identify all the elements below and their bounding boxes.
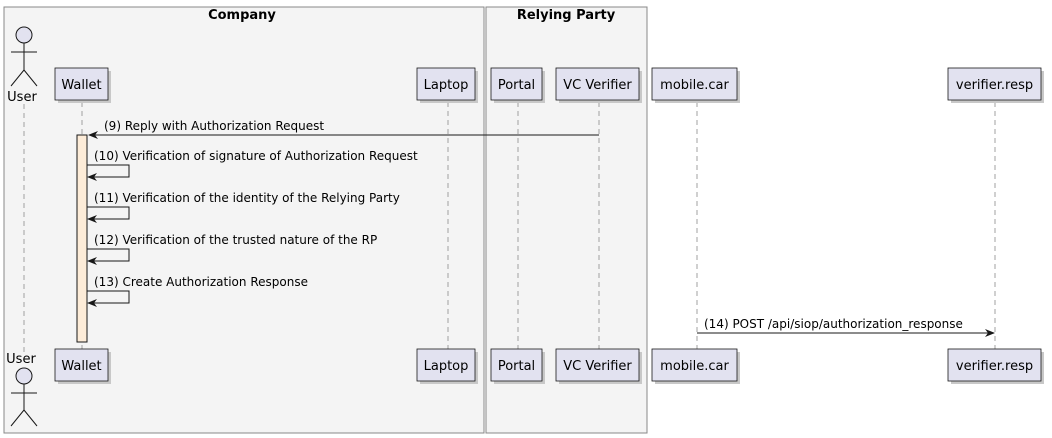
- participant-verifier-resp-bottom-label: verifier.resp: [956, 359, 1033, 374]
- participant-mobile-car-label: mobile.car: [660, 78, 729, 93]
- participant-vc-verifier-top: VC Verifier: [555, 67, 642, 103]
- participant-portal-label: Portal: [498, 78, 535, 93]
- participant-wallet-top: Wallet: [54, 67, 111, 103]
- participant-verifier-resp-bottom: verifier.resp: [947, 348, 1044, 384]
- participant-portal-bottom-label: Portal: [498, 359, 535, 374]
- message-12-label: (12) Verification of the trusted nature …: [94, 233, 377, 247]
- participant-wallet-bottom-label: Wallet: [61, 359, 101, 374]
- participant-laptop-bottom: Laptop: [416, 348, 478, 384]
- participant-wallet-bottom: Wallet: [54, 348, 111, 384]
- message-13-label: (13) Create Authorization Response: [94, 275, 308, 289]
- message-11: (11) Verification of the identity of the…: [87, 191, 400, 223]
- participant-mobile-car-bottom: mobile.car: [651, 348, 740, 384]
- wallet-activation-bar: [76, 134, 88, 343]
- participant-laptop-top: Laptop: [416, 67, 478, 103]
- participant-mobile-car-bottom-label: mobile.car: [660, 359, 729, 374]
- message-9: (9) Reply with Authorization Request: [88, 119, 599, 139]
- participant-portal-top: Portal: [490, 67, 545, 103]
- actor-user-top: User: [7, 26, 37, 105]
- participant-vc-verifier-bottom-label: VC Verifier: [563, 359, 632, 374]
- group-relying-party-title: Relying Party: [517, 8, 616, 23]
- participant-vc-verifier-label: VC Verifier: [563, 78, 632, 93]
- participant-portal-bottom: Portal: [490, 348, 545, 384]
- participant-laptop-bottom-label: Laptop: [424, 359, 469, 374]
- participant-mobile-car-top: mobile.car: [651, 67, 740, 103]
- group-company-title: Company: [208, 8, 276, 23]
- actor-user-bottom-label: User: [6, 352, 36, 367]
- message-10-label: (10) Verification of signature of Author…: [94, 149, 418, 163]
- message-9-label: (9) Reply with Authorization Request: [104, 119, 324, 133]
- participant-verifier-resp-top: verifier.resp: [947, 67, 1044, 103]
- message-12: (12) Verification of the trusted nature …: [87, 233, 377, 265]
- message-13: (13) Create Authorization Response: [87, 275, 308, 307]
- message-14: (14) POST /api/siop/authorization_respon…: [697, 317, 995, 337]
- participant-wallet-label: Wallet: [61, 78, 101, 93]
- participant-laptop-label: Laptop: [424, 78, 469, 93]
- actor-user-label: User: [7, 90, 37, 105]
- message-11-label: (11) Verification of the identity of the…: [94, 191, 400, 205]
- message-10: (10) Verification of signature of Author…: [87, 149, 418, 181]
- participant-vc-verifier-bottom: VC Verifier: [555, 348, 642, 384]
- message-14-label: (14) POST /api/siop/authorization_respon…: [704, 317, 963, 331]
- actor-user-bottom: User: [6, 352, 38, 427]
- participant-verifier-resp-label: verifier.resp: [956, 78, 1033, 93]
